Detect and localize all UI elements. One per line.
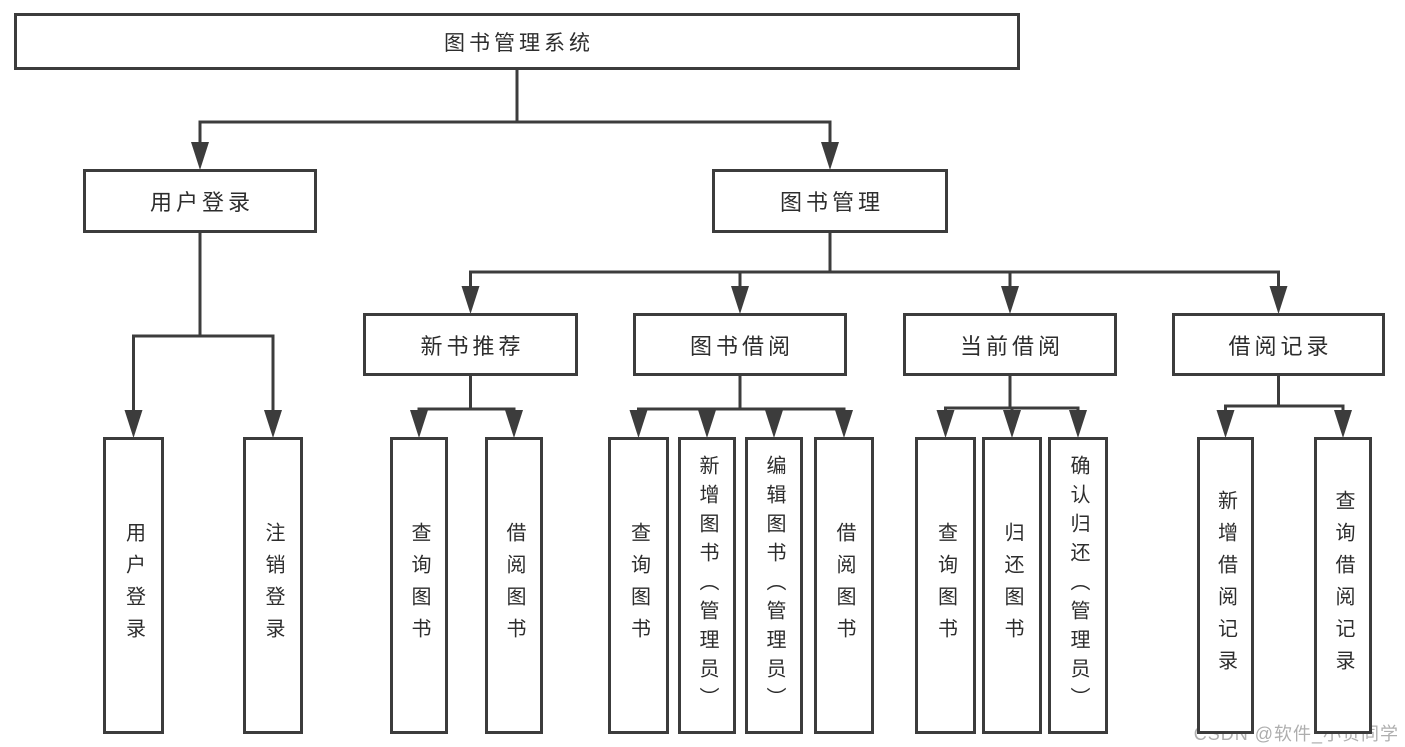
arrowhead-icon (505, 410, 523, 438)
connector-book-borrow (629, 374, 853, 438)
arrowhead-icon (191, 142, 209, 170)
node-add-book: 新增图书（管理员） (678, 437, 736, 734)
node-label: 归还图书 (1001, 521, 1023, 650)
node-borrow-book-2: 借阅图书 (814, 437, 874, 734)
node-label: 新增借阅记录 (1214, 489, 1237, 682)
node-label: 借阅图书 (503, 521, 525, 650)
node-edit-book: 编辑图书（管理员） (745, 437, 803, 734)
node-label: 借阅图书 (833, 521, 855, 650)
node-query-book-2: 查询图书 (608, 437, 669, 734)
arrowhead-icon (835, 410, 853, 438)
node-user-login: 用户登录 (83, 169, 317, 233)
connector-new-book-rec (410, 374, 523, 438)
node-label: 当前借阅 (959, 333, 1064, 359)
node-label: 查询借阅记录 (1332, 489, 1354, 682)
node-label: 注销登录 (262, 521, 284, 650)
node-borrow-records: 借阅记录 (1172, 313, 1385, 376)
node-query-book-3: 查询图书 (915, 437, 976, 734)
arrowhead-icon (1269, 286, 1288, 314)
node-label: 查询图书 (627, 521, 650, 650)
node-root: 图书管理系统 (14, 13, 1020, 70)
node-new-book-rec: 新书推荐 (363, 313, 578, 376)
arrowhead-icon (1069, 410, 1087, 438)
node-label: 图书管理系统 (444, 31, 594, 55)
node-confirm-return: 确认归还（管理员） (1048, 437, 1108, 734)
node-label: 新书推荐 (420, 333, 525, 359)
node-current-borrow: 当前借阅 (903, 313, 1117, 376)
arrowhead-icon (698, 410, 716, 438)
node-add-borrow-record: 新增借阅记录 (1197, 437, 1254, 734)
connector-current-borrow (936, 374, 1087, 438)
arrowhead-icon (461, 286, 480, 314)
node-label: 新增图书（管理员） (696, 455, 718, 716)
arrowhead-icon (936, 410, 955, 438)
node-book-borrow: 图书借阅 (633, 313, 847, 376)
node-query-book-1: 查询图书 (390, 437, 448, 734)
arrowhead-icon (410, 410, 428, 438)
node-label: 查询图书 (408, 521, 430, 650)
node-query-borrow-record: 查询借阅记录 (1314, 437, 1372, 734)
node-user-login-leaf: 用户登录 (103, 437, 164, 734)
node-label: 编辑图书（管理员） (763, 455, 785, 716)
connector-borrow-records (1216, 374, 1352, 438)
arrowhead-icon (765, 410, 783, 438)
node-label: 借阅记录 (1228, 333, 1333, 359)
node-logout-leaf: 注销登录 (243, 437, 303, 734)
arrowhead-icon (731, 286, 749, 314)
connector-root (191, 68, 839, 170)
connector-book-mgmt (461, 231, 1288, 314)
arrowhead-icon (1334, 410, 1352, 438)
node-book-mgmt: 图书管理 (712, 169, 948, 233)
node-label: 图书管理 (779, 190, 884, 215)
connector-user-login (124, 231, 282, 438)
arrowhead-icon (264, 410, 282, 438)
node-return-book: 归还图书 (982, 437, 1042, 734)
node-label: 用户登录 (122, 521, 145, 650)
node-label: 用户登录 (149, 190, 254, 215)
arrowhead-icon (1216, 410, 1235, 438)
node-label: 确认归还（管理员） (1067, 455, 1089, 716)
arrowhead-icon (1001, 286, 1019, 314)
arrowhead-icon (1003, 410, 1021, 438)
arrowhead-icon (821, 142, 839, 170)
arrowhead-icon (629, 410, 648, 438)
node-borrow-book-1: 借阅图书 (485, 437, 543, 734)
node-label: 图书借阅 (689, 333, 794, 359)
node-label: 查询图书 (934, 521, 957, 650)
arrowhead-icon (124, 410, 143, 438)
